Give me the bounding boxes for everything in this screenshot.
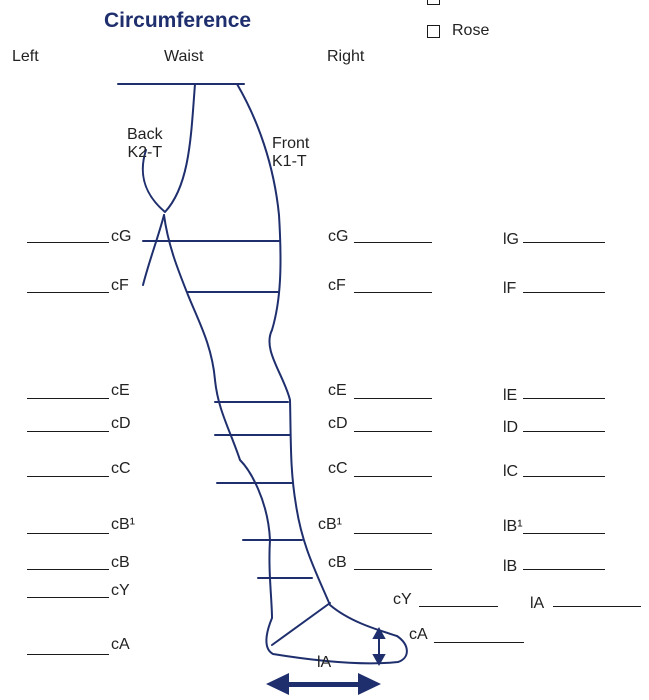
- left-label-b: cB: [111, 555, 130, 571]
- left-label-a: cA: [111, 637, 130, 653]
- right-label-e: cE: [328, 383, 347, 399]
- left-blank-y[interactable]: [27, 597, 109, 598]
- right-label-g: cG: [328, 229, 348, 245]
- inner-thigh-line: [143, 215, 164, 285]
- right-label-d: cD: [328, 416, 348, 432]
- left-label-d: cD: [111, 416, 131, 432]
- right-blank-b[interactable]: [354, 569, 432, 570]
- left-blank-d[interactable]: [27, 431, 109, 432]
- front-outline: [164, 84, 407, 663]
- right-blank-g[interactable]: [354, 242, 432, 243]
- right-label-f: cF: [328, 278, 346, 294]
- right-blank-d[interactable]: [354, 431, 432, 432]
- right-label-b: cB: [328, 555, 347, 571]
- right-label-c: cC: [328, 461, 348, 477]
- length-blank-b[interactable]: [523, 569, 605, 570]
- left-blank-c[interactable]: [27, 476, 109, 477]
- left-blank-e[interactable]: [27, 398, 109, 399]
- arrow-head-right: [358, 673, 381, 695]
- length-label-d: lD: [503, 420, 518, 436]
- back-label: Back K2-T: [127, 126, 163, 161]
- length-blank-c[interactable]: [523, 476, 605, 477]
- length-blank-e[interactable]: [523, 398, 605, 399]
- left-blank-f[interactable]: [27, 292, 109, 293]
- length-label-f: lF: [503, 281, 516, 297]
- left-label-e: cE: [111, 383, 130, 399]
- length-blank-b1[interactable]: [523, 533, 605, 534]
- arrow-head-left: [266, 673, 289, 695]
- left-blank-a[interactable]: [27, 654, 109, 655]
- length-label-b: lB: [503, 559, 517, 575]
- length-label-y: lA: [530, 596, 544, 612]
- length-blank-f[interactable]: [523, 292, 605, 293]
- length-blank-d[interactable]: [523, 431, 605, 432]
- left-label-g: cG: [111, 229, 131, 245]
- left-blank-b1[interactable]: [27, 533, 109, 534]
- left-blank-b[interactable]: [27, 569, 109, 570]
- foot-length-label: lA: [317, 655, 331, 671]
- right-label-b1: cB¹: [318, 517, 342, 533]
- left-label-c: cC: [111, 461, 131, 477]
- right-blank-y[interactable]: [419, 606, 498, 607]
- length-label-g: lG: [503, 232, 519, 248]
- right-blank-f[interactable]: [354, 292, 432, 293]
- length-blank-y[interactable]: [553, 606, 641, 607]
- left-label-b1: cB¹: [111, 517, 135, 533]
- right-blank-e[interactable]: [354, 398, 432, 399]
- right-label-y: cY: [393, 592, 412, 608]
- left-blank-g[interactable]: [27, 242, 109, 243]
- length-blank-g[interactable]: [523, 242, 605, 243]
- right-blank-b1[interactable]: [354, 533, 432, 534]
- left-label-y: cY: [111, 583, 130, 599]
- right-blank-c[interactable]: [354, 476, 432, 477]
- front-label: Front K1-T: [272, 135, 309, 170]
- left-label-f: cF: [111, 278, 129, 294]
- length-label-c: lC: [503, 464, 518, 480]
- line-y: [272, 603, 330, 645]
- foot-length-arrow: [286, 682, 358, 687]
- length-label-b1: lB¹: [503, 519, 523, 535]
- length-label-e: lE: [503, 388, 517, 404]
- right-label-a: cA: [409, 627, 428, 643]
- right-blank-a[interactable]: [434, 642, 524, 643]
